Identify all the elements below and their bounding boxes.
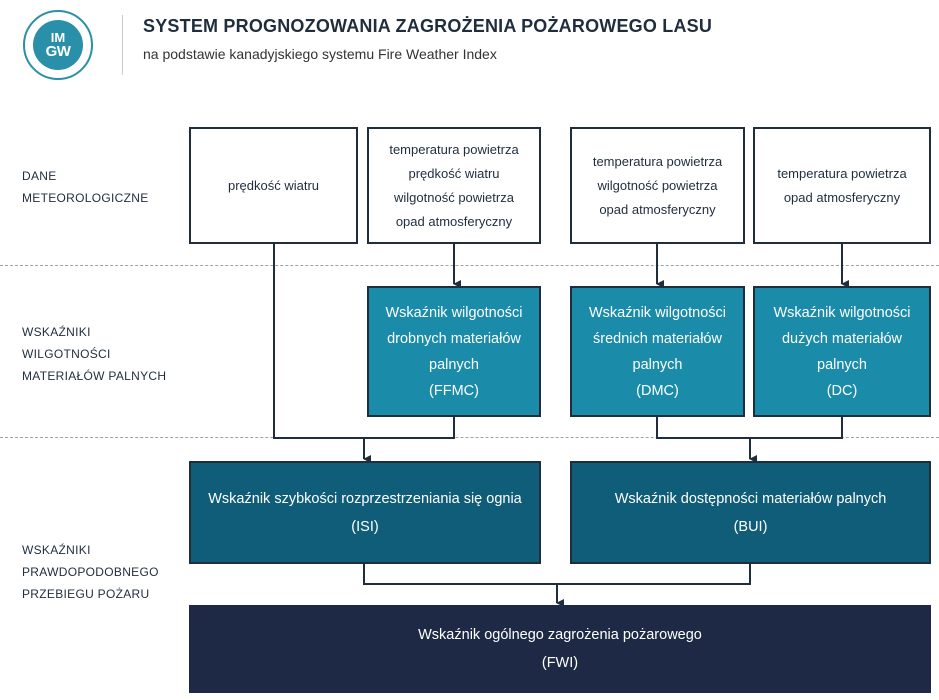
row-label-behavior: WSKAŹNIKI PRAWDOPODOBNEGO PRZEBIEGU POŻA…	[22, 539, 159, 605]
dmc-line: palnych	[632, 356, 683, 373]
row-label-meteo: DANE METEOROLOGICZNE	[22, 165, 149, 209]
input-label: opad atmosferyczny	[395, 213, 513, 229]
input-box-dmc: temperatura powietrza wilgotność powietr…	[570, 127, 745, 244]
header-divider	[122, 15, 123, 75]
dc-line: palnych	[817, 356, 867, 373]
row-label-line: MATERIAŁÓW PALNYCH	[22, 369, 167, 383]
input-label: wilgotność powietrza	[597, 177, 718, 193]
ffmc-line: Wskaźnik wilgotności	[385, 304, 523, 321]
dc-line: dużych materiałów	[781, 330, 903, 347]
page-subtitle: na podstawie kanadyjskiego systemu Fire …	[143, 46, 497, 62]
row-label-line: WSKAŹNIKI	[22, 325, 91, 339]
input-box-dc: temperatura powietrza opad atmosferyczny	[753, 127, 931, 244]
bui-line: (BUI)	[733, 518, 768, 535]
isi-line: Wskaźnik szybkości rozprzestrzeniania si…	[208, 490, 522, 507]
connector-dmc-dc	[656, 416, 843, 439]
isi-line: (ISI)	[351, 518, 379, 535]
dmc-line: Wskaźnik wilgotności	[589, 304, 726, 321]
fwi-line: (FWI)	[541, 655, 579, 671]
fwi-box: Wskaźnik ogólnego zagrożenia pożarowego …	[189, 605, 931, 693]
logo-text-1: IM	[50, 30, 66, 45]
input-label: temperatura powietrza	[389, 141, 519, 157]
row-separator	[0, 265, 939, 266]
input-label: temperatura powietrza	[592, 153, 723, 169]
row-label-line: METEOROLOGICZNE	[22, 191, 149, 205]
input-box-ffmc: temperatura powietrza prędkość wiatru wi…	[367, 127, 541, 244]
input-label: prędkość wiatru	[408, 165, 500, 181]
isi-box: Wskaźnik szybkości rozprzestrzeniania si…	[189, 461, 541, 564]
input-label: opad atmosferyczny	[783, 189, 901, 205]
dc-line: (DC)	[826, 382, 858, 399]
input-label: temperatura powietrza	[777, 165, 907, 181]
connector-isi-bui	[363, 563, 751, 585]
logo-emblem: IM GW	[33, 20, 83, 70]
logo-text-2: GW	[45, 43, 71, 60]
ffmc-box: Wskaźnik wilgotności drobnych materiałów…	[367, 286, 541, 417]
row-label-moisture: WSKAŹNIKI WILGOTNOŚCI MATERIAŁÓW PALNYCH	[22, 321, 166, 387]
ffmc-line: palnych	[429, 356, 479, 373]
row-label-line: WILGOTNOŚCI	[22, 347, 111, 361]
bui-line: Wskaźnik dostępności materiałów palnych	[614, 490, 887, 507]
dc-line: Wskaźnik wilgotności	[773, 304, 911, 321]
dc-box: Wskaźnik wilgotności dużych materiałów p…	[753, 286, 931, 417]
bui-box: Wskaźnik dostępności materiałów palnych …	[570, 461, 931, 564]
input-label: opad atmosferyczny	[599, 201, 716, 217]
dmc-line: średnich materiałów	[593, 330, 722, 347]
row-label-line: PRZEBIEGU POŻARU	[22, 587, 150, 601]
input-box-wind: prędkość wiatru	[189, 127, 358, 244]
fwi-line: Wskaźnik ogólnego zagrożenia pożarowego	[418, 627, 702, 643]
ffmc-line: (FFMC)	[429, 382, 479, 399]
imgw-logo: IM GW	[23, 10, 93, 80]
row-separator	[0, 437, 939, 438]
row-label-line: DANE	[22, 169, 57, 183]
input-label: wilgotność powietrza	[394, 189, 514, 205]
row-label-line: PRAWDOPODOBNEGO	[22, 565, 159, 579]
dmc-box: Wskaźnik wilgotności średnich materiałów…	[570, 286, 745, 417]
page-title: SYSTEM PROGNOZOWANIA ZAGROŻENIA POŻAROWE…	[143, 16, 713, 36]
ffmc-line: drobnych materiałów	[387, 330, 521, 347]
row-label-line: WSKAŹNIKI	[22, 543, 91, 557]
input-label: prędkość wiatru	[227, 177, 320, 193]
dmc-line: (DMC)	[636, 382, 679, 399]
